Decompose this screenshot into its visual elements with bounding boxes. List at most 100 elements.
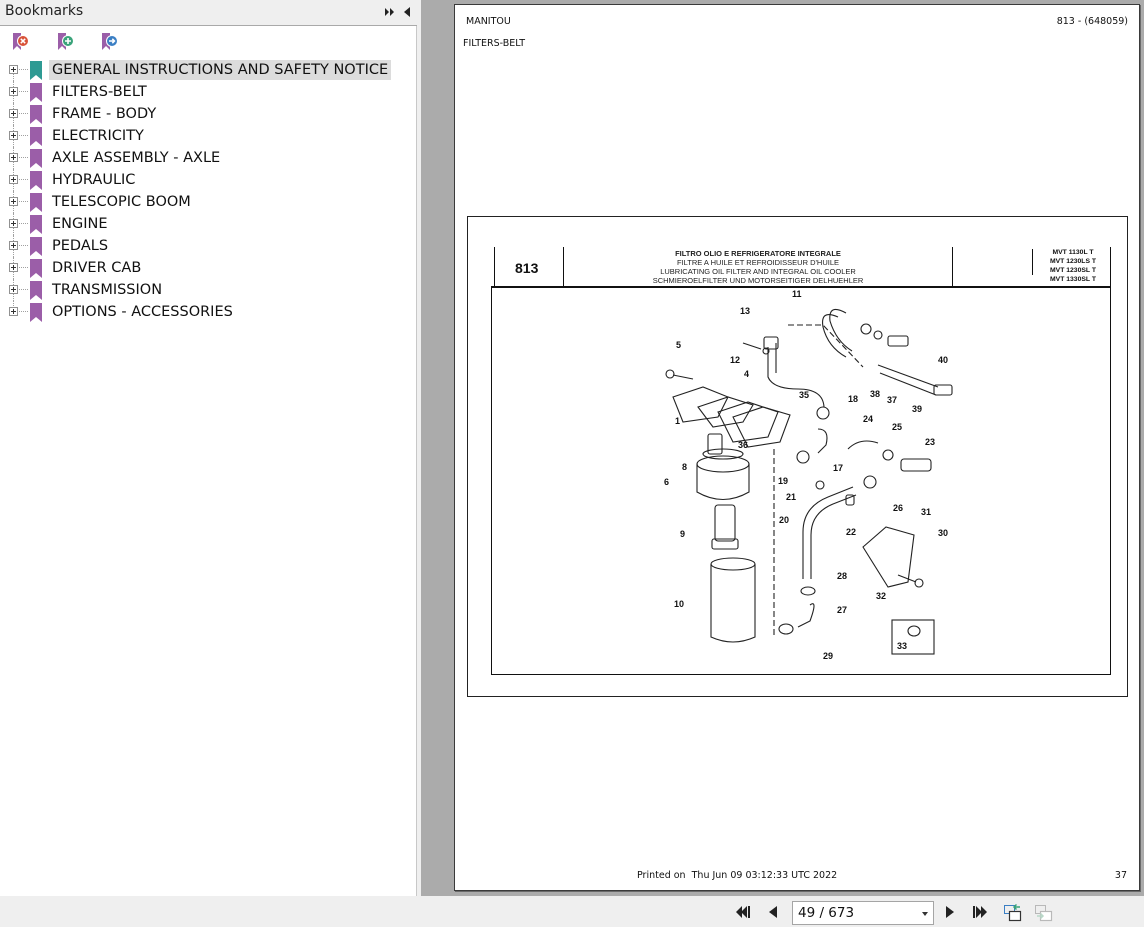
printed-on-footer: Printed on Thu Jun 09 03:12:33 UTC 2022	[637, 870, 838, 881]
bookmark-label: OPTIONS - ACCESSORIES	[52, 304, 233, 320]
bookmark-item[interactable]: TRANSMISSION	[0, 279, 416, 301]
bookmarks-title: Bookmarks	[5, 3, 84, 19]
svg-text:6: 6	[664, 477, 669, 487]
tree-connector	[19, 69, 28, 70]
bookmark-icon	[30, 193, 42, 212]
expand-toggle[interactable]	[9, 241, 18, 250]
expand-toggle[interactable]	[9, 153, 18, 162]
svg-text:19: 19	[778, 476, 788, 486]
tree-connector	[19, 179, 28, 180]
parts-diagram: 813 FILTRO OLIO E REFRIGERATORE INTEGRAL…	[467, 216, 1128, 697]
tree-line	[13, 70, 14, 81]
bookmark-item[interactable]: HYDRAULIC	[0, 169, 416, 191]
goto-bookmark-button[interactable]	[99, 31, 121, 53]
svg-text:25: 25	[892, 422, 902, 432]
collapse-panel-button[interactable]	[401, 4, 415, 20]
svg-text:18: 18	[848, 394, 858, 404]
bookmark-label: FRAME - BODY	[52, 106, 157, 122]
tree-connector	[19, 267, 28, 268]
bookmark-icon	[30, 215, 42, 234]
bookmark-item[interactable]: FRAME - BODY	[0, 103, 416, 125]
previous-page-icon	[769, 906, 777, 918]
expand-toggle[interactable]	[9, 109, 18, 118]
expand-toggle[interactable]	[9, 197, 18, 206]
svg-text:23: 23	[925, 437, 935, 447]
expand-toggle[interactable]	[9, 219, 18, 228]
page-header-brand: MANITOU	[466, 16, 511, 27]
plate-titles: FILTRO OLIO E REFRIGERATORE INTEGRALE FI…	[564, 247, 952, 286]
bookmark-item[interactable]: TELESCOPIC BOOM	[0, 191, 416, 213]
bookmark-icon	[30, 83, 42, 102]
svg-text:37: 37	[887, 395, 897, 405]
previous-view-button[interactable]	[1003, 902, 1023, 922]
bookmarks-panel: Bookmarks	[0, 0, 417, 896]
tree-connector	[19, 91, 28, 92]
bookmark-item[interactable]: DRIVER CAB	[0, 257, 416, 279]
bookmark-item[interactable]: AXLE ASSEMBLY - AXLE	[0, 147, 416, 169]
svg-text:33: 33	[897, 641, 907, 651]
bookmark-label: PEDALS	[52, 238, 109, 254]
previous-view-icon	[1004, 903, 1022, 922]
arrow-left-icon	[404, 7, 410, 17]
bookmarks-panel-header: Bookmarks	[0, 0, 417, 26]
next-page-button[interactable]	[941, 903, 959, 921]
svg-text:40: 40	[938, 355, 948, 365]
svg-text:9: 9	[680, 529, 685, 539]
svg-text:20: 20	[779, 515, 789, 525]
last-page-button[interactable]	[971, 903, 989, 921]
svg-text:12: 12	[730, 355, 740, 365]
page-number-combobox[interactable]: 49 / 673	[792, 901, 934, 925]
bookmark-item[interactable]: ELECTRICITY	[0, 125, 416, 147]
plate-models: MVT 1130L T MVT 1230LS T MVT 1230SL T MV…	[1039, 248, 1107, 284]
bookmark-item[interactable]: PEDALS	[0, 235, 416, 257]
bookmark-icon	[30, 61, 42, 80]
bookmark-label: GENERAL INSTRUCTIONS AND SAFETY NOTICE	[49, 60, 392, 80]
expand-toggle[interactable]	[9, 263, 18, 272]
expand-toggle[interactable]	[9, 131, 18, 140]
bookmarks-toolbar	[0, 27, 416, 57]
bookmark-icon	[30, 149, 42, 168]
bookmark-icon	[30, 105, 42, 124]
next-view-button[interactable]	[1034, 902, 1054, 922]
bookmark-item[interactable]: ENGINE	[0, 213, 416, 235]
tree-connector	[19, 135, 28, 136]
page-number-value: 49 / 673	[798, 905, 855, 921]
plate-title-de: SCHMIEROELFILTER UND MOTORSEITIGER DELHU…	[652, 276, 864, 285]
expand-panel-button[interactable]	[383, 4, 397, 20]
bookmark-item[interactable]: GENERAL INSTRUCTIONS AND SAFETY NOTICE	[0, 59, 416, 81]
next-view-icon	[1035, 905, 1053, 922]
panel-splitter[interactable]	[417, 0, 421, 896]
plate-models-cell: MVT 1130L T MVT 1230LS T MVT 1230SL T MV…	[952, 247, 1111, 286]
expand-toggle[interactable]	[9, 65, 18, 74]
expand-toggle[interactable]	[9, 175, 18, 184]
document-view[interactable]: MANITOU FILTERS-BELT 813 - (648059) 813 …	[421, 0, 1144, 896]
expand-toggle[interactable]	[9, 87, 18, 96]
expand-toggle[interactable]	[9, 307, 18, 316]
divider	[1032, 249, 1033, 275]
model: MVT 1130L T	[1052, 249, 1094, 256]
bookmark-icon	[30, 171, 42, 190]
svg-text:26: 26	[893, 503, 903, 513]
bookmark-goto-icon	[102, 33, 118, 50]
svg-text:38: 38	[870, 389, 880, 399]
bookmark-label: HYDRAULIC	[52, 172, 136, 188]
bookmark-label: TELESCOPIC BOOM	[52, 194, 191, 210]
expand-toggle[interactable]	[9, 285, 18, 294]
model: MVT 1230SL T	[1050, 267, 1096, 274]
bookmark-icon	[30, 303, 42, 322]
first-page-button[interactable]	[734, 903, 752, 921]
bookmark-item[interactable]: FILTERS-BELT	[0, 81, 416, 103]
add-bookmark-button[interactable]	[55, 31, 77, 53]
plate-frame	[491, 286, 1111, 675]
tree-connector	[19, 157, 28, 158]
chevron-down-icon[interactable]	[922, 912, 928, 916]
previous-page-button[interactable]	[764, 903, 782, 921]
svg-text:27: 27	[837, 605, 847, 615]
page-number-footer: 37	[1114, 870, 1127, 881]
svg-text:28: 28	[837, 571, 847, 581]
delete-bookmark-button[interactable]	[10, 31, 32, 53]
tree-connector	[19, 311, 28, 312]
bookmark-item[interactable]: OPTIONS - ACCESSORIES	[0, 301, 416, 323]
svg-text:24: 24	[863, 414, 873, 424]
plate-header: 813 FILTRO OLIO E REFRIGERATORE INTEGRAL…	[494, 247, 1111, 286]
